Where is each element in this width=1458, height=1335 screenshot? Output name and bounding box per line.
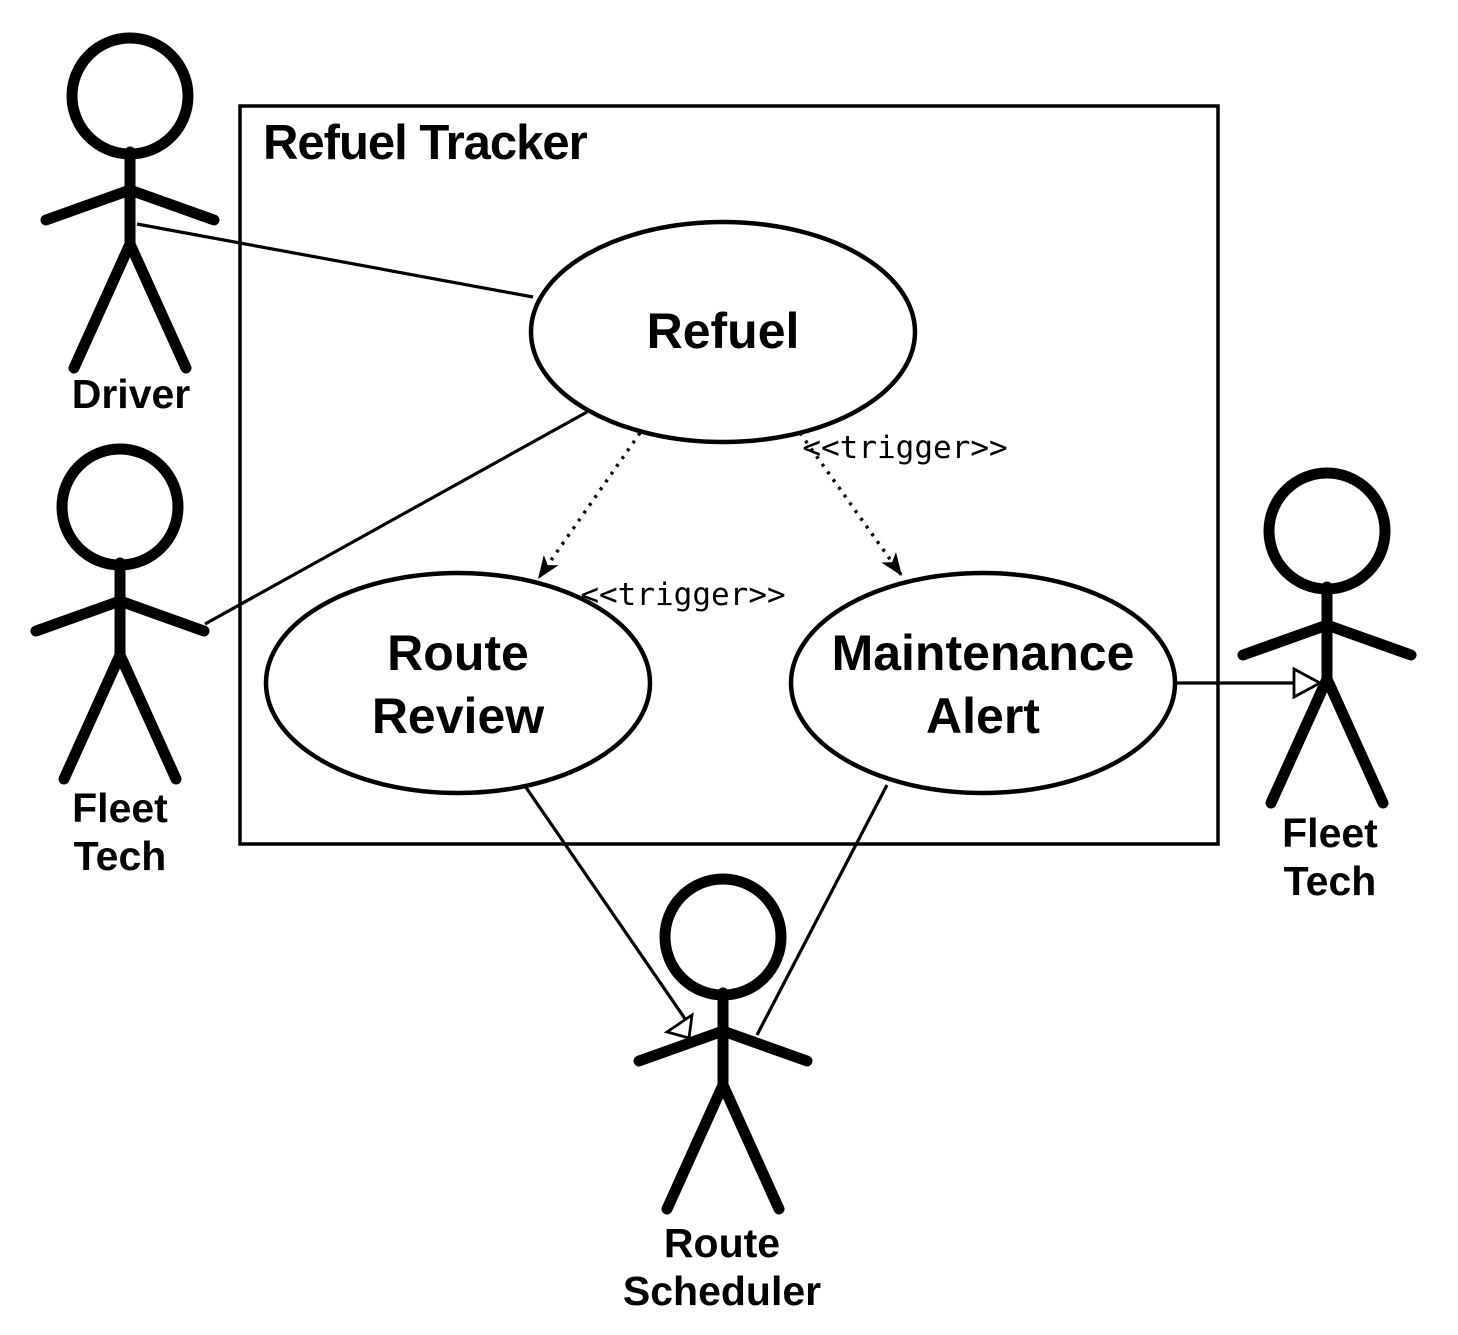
actor-route-scheduler-label-line1: Route: [664, 1220, 780, 1266]
usecase-route-review-label-line1: Route: [387, 625, 529, 681]
usecase-maintenance-alert-label-line1: Maintenance: [832, 625, 1135, 681]
usecase-maintenance-alert-ellipse: [788, 570, 1178, 796]
trigger-stereotype-top: <<trigger>>: [802, 430, 1007, 466]
usecase-refuel-ellipse: [528, 219, 918, 445]
association-fleet-tech-left-refuel: [204, 410, 588, 626]
usecase-refuel-label: Refuel: [647, 303, 800, 359]
open-arrowhead-route-scheduler: [663, 1012, 694, 1040]
usecase-maintenance-alert-label-line2: Alert: [926, 688, 1040, 744]
dependency-refuel-maintenance-alert: [798, 432, 904, 577]
actor-route-scheduler-figure: [639, 879, 807, 1209]
actor-fleet-tech-left-figure: [36, 449, 204, 779]
actor-fleet-tech-right-label-line2: Tech: [1284, 858, 1377, 904]
usecase-route-review-label-line2: Review: [372, 688, 544, 744]
dependency-refuel-route-review: [536, 432, 642, 580]
trigger-stereotype-bottom: <<trigger>>: [580, 577, 785, 613]
actor-fleet-tech-left-label-line2: Tech: [74, 833, 167, 879]
usecase-route-review-ellipse: [263, 570, 653, 796]
actor-route-scheduler-label-line2: Scheduler: [623, 1268, 821, 1314]
system-title: Refuel Tracker: [263, 116, 588, 170]
system-boundary-box: [238, 104, 1220, 846]
actor-driver-figure: [46, 38, 214, 368]
actor-fleet-tech-left-label-line1: Fleet: [72, 785, 168, 831]
actor-driver-label: Driver: [72, 371, 191, 417]
association-route-review-route-scheduler: [523, 785, 692, 1027]
actor-fleet-tech-right-figure: [1243, 473, 1411, 803]
open-arrowhead-fleet-tech-right: [1292, 666, 1323, 700]
actor-fleet-tech-right-label-line1: Fleet: [1282, 810, 1378, 856]
association-driver-refuel: [136, 222, 534, 299]
association-maintenance-alert-route-scheduler: [755, 784, 889, 1036]
